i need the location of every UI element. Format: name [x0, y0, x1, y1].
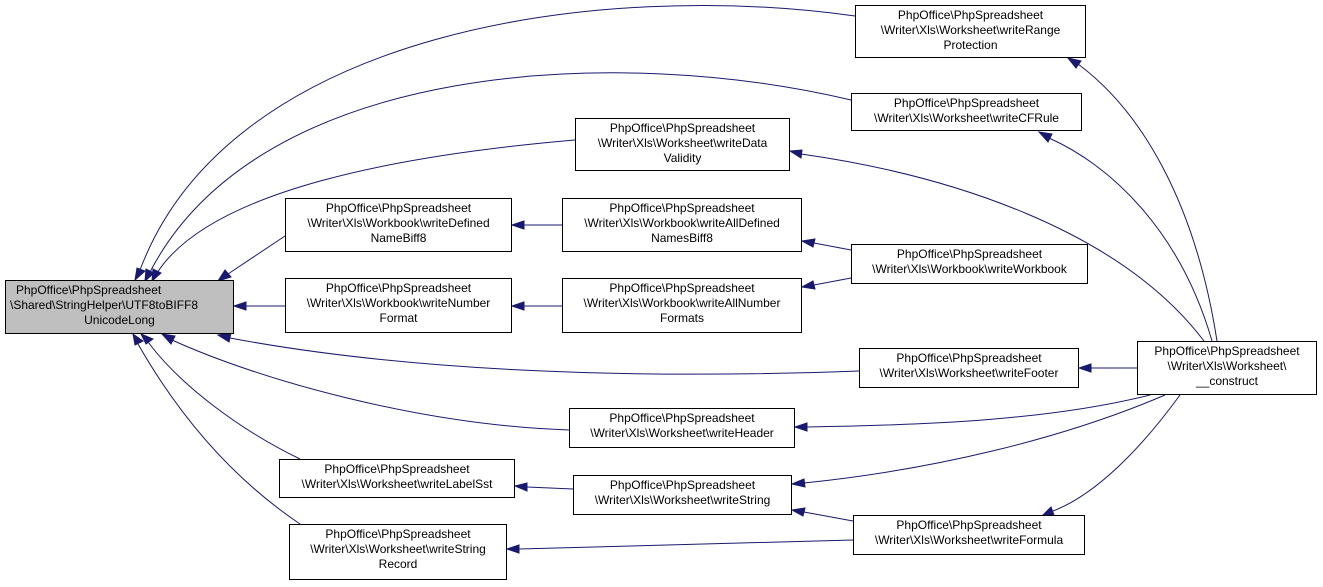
edge-writeStringRecord-to-root: [137, 343, 301, 525]
node-writerangeprotection-line-3: Protection: [943, 38, 998, 52]
node-writeworkbook[interactable]: PhpOffice\PhpSpreadsheet \Writer\Xls\Wor…: [851, 244, 1088, 284]
arrowhead-writeFormula-to-writeString: [790, 507, 806, 517]
edge-construct-to-writeHeader: [806, 394, 1151, 428]
node-construct[interactable]: PhpOffice\PhpSpreadsheet \Writer\Xls\Wor…: [1137, 341, 1317, 395]
edge-writeFormula-to-writeStringRecord: [518, 539, 854, 550]
node-writefooter-line-1: PhpOffice\PhpSpreadsheet: [896, 351, 1042, 365]
node-writefooter[interactable]: PhpOffice\PhpSpreadsheet \Writer\Xls\Wor…: [859, 348, 1079, 388]
edge-writeCFRule-to-root: [149, 72, 852, 273]
node-writefooter-line-2: \Writer\Xls\Worksheet\writeFooter: [879, 366, 1059, 380]
node-writeallnumberformats-line-2: \Writer\Xls\Workbook\writeAllNumber: [583, 296, 781, 310]
edge-construct-to-writeString: [803, 394, 1166, 484]
arrowhead-writeString-to-writeLabelSst: [513, 482, 528, 492]
node-writelabelsst[interactable]: PhpOffice\PhpSpreadsheet \Writer\Xls\Wor…: [279, 459, 515, 498]
node-writedatavalidity[interactable]: PhpOffice\PhpSpreadsheet \Writer\Xls\Wor…: [575, 118, 790, 171]
node-writedatavalidity-line-2: \Writer\Xls\Worksheet\writeData: [597, 136, 768, 150]
node-writerangeprotection-line-2: \Writer\Xls\Worksheet\writeRange: [880, 23, 1061, 37]
node-writenumberformat-line-3: Format: [379, 311, 418, 325]
node-writeheader[interactable]: PhpOffice\PhpSpreadsheet \Writer\Xls\Wor…: [569, 408, 795, 448]
node-writedefinednamebiff8[interactable]: PhpOffice\PhpSpreadsheet \Writer\Xls\Wor…: [285, 198, 512, 252]
node-writeallnumberformats-line-1: PhpOffice\PhpSpreadsheet: [609, 281, 755, 295]
node-writedatavalidity-line-1: PhpOffice\PhpSpreadsheet: [609, 121, 756, 135]
arrowhead-writeLabelSst-to-root: [139, 333, 155, 345]
edge-construct-to-writeCFRule: [1048, 137, 1213, 342]
node-writenumberformat-line-1: PhpOffice\PhpSpreadsheet: [325, 281, 472, 295]
arrowhead-writeFormula-to-writeStringRecord: [505, 544, 520, 554]
node-writestringrecord[interactable]: PhpOffice\PhpSpreadsheet \Writer\Xls\Wor…: [289, 524, 507, 580]
node-writedefinednamebiff8-line-2: \Writer\Xls\Workbook\writeDefined: [307, 216, 490, 230]
edge-writeRangeProtection-to-root: [139, 5, 856, 271]
node-writestring-line-2: \Writer\Xls\Worksheet\writeString: [594, 493, 771, 507]
node-writestring[interactable]: PhpOffice\PhpSpreadsheet \Writer\Xls\Wor…: [573, 475, 792, 515]
arrowhead-construct-to-writeHeader: [793, 422, 808, 432]
arrowhead-writeAllDefinedNamesBiff8-to-writeDefinedNameBiff8: [510, 220, 525, 230]
node-writedatavalidity-line-3: Validity: [663, 151, 702, 165]
edge-writeLabelSst-to-root: [147, 341, 301, 460]
node-root-utf8tobiff8unicodelong[interactable]: PhpOffice\PhpSpreadsheet \Shared\StringH…: [5, 280, 234, 334]
arrowhead-writeFooter-to-root: [216, 332, 232, 343]
arrowhead-writeDataValidity-to-root: [151, 268, 162, 283]
edge-writeDataValidity-to-root: [156, 139, 576, 274]
node-writealldefinednamesbiff8[interactable]: PhpOffice\PhpSpreadsheet \Writer\Xls\Wor…: [562, 198, 802, 252]
node-writeheader-line-1: PhpOffice\PhpSpreadsheet: [609, 411, 755, 425]
arrowhead-construct-to-writeFooter: [1077, 363, 1092, 373]
node-writestringrecord-line-3: Record: [378, 557, 418, 571]
node-writeworkbook-line-2: \Writer\Xls\Workbook\writeWorkbook: [872, 262, 1067, 276]
node-writealldefinednamesbiff8-line-1: PhpOffice\PhpSpreadsheet: [609, 201, 755, 215]
arrowhead-writeNumberFormat-to-root: [232, 301, 247, 311]
node-writeworkbook-line-1: PhpOffice\PhpSpreadsheet: [896, 247, 1043, 261]
node-writenumberformat[interactable]: PhpOffice\PhpSpreadsheet \Writer\Xls\Wor…: [285, 278, 512, 333]
node-writedefinednamebiff8-line-1: PhpOffice\PhpSpreadsheet: [325, 201, 472, 215]
edge-writeString-to-writeLabelSst: [526, 486, 574, 490]
arrowhead-construct-to-writeString: [790, 478, 806, 488]
arrowhead-writeCFRule-to-root: [144, 268, 155, 283]
node-writerangeprotection-line-1: PhpOffice\PhpSpreadsheet: [897, 8, 1044, 22]
node-writelabelsst-line-2: \Writer\Xls\Worksheet\writeLabelSst: [301, 477, 493, 491]
node-writestring-line-1: PhpOffice\PhpSpreadsheet: [609, 478, 756, 492]
arrowhead-writeStringRecord-to-root: [132, 332, 144, 346]
edge-construct-to-writeFormula: [1052, 394, 1181, 512]
node-writeformula-line-1: PhpOffice\PhpSpreadsheet: [896, 518, 1042, 532]
node-writeallnumberformats-line-3: Formats: [659, 311, 704, 325]
arrowhead-writeWorkbook-to-writeAllDefinedNamesBiff8: [800, 238, 816, 248]
node-root-line-3: UnicodeLong: [84, 313, 155, 327]
arrowhead-writeDefinedNameBiff8-to-root: [216, 269, 232, 282]
edge-writeWorkbook-to-writeAllNumberFormats: [813, 277, 852, 286]
node-writeformula-line-2: \Writer\Xls\Worksheet\writeFormula: [874, 533, 1064, 547]
edge-writeFormula-to-writeString: [803, 511, 854, 522]
arrowhead-construct-to-writeDataValidity: [788, 149, 803, 159]
arrowhead-writeRangeProtection-to-root: [134, 267, 146, 282]
node-root-line-1: PhpOffice\PhpSpreadsheet: [16, 283, 162, 297]
edge-writeHeader-to-root: [171, 339, 570, 431]
arrowhead-construct-to-writeRangeProtection: [1066, 57, 1082, 69]
edge-construct-to-writeDataValidity: [800, 153, 1205, 342]
node-writealldefinednamesbiff8-line-2: \Writer\Xls\Workbook\writeAllDefined: [584, 216, 780, 230]
node-writeformula[interactable]: PhpOffice\PhpSpreadsheet \Writer\Xls\Wor…: [853, 515, 1085, 555]
node-writerangeprotection[interactable]: PhpOffice\PhpSpreadsheet \Writer\Xls\Wor…: [855, 5, 1086, 58]
node-writeallnumberformats[interactable]: PhpOffice\PhpSpreadsheet \Writer\Xls\Wor…: [562, 278, 802, 333]
node-writelabelsst-line-1: PhpOffice\PhpSpreadsheet: [324, 462, 470, 476]
edge-writeFooter-to-root: [229, 337, 860, 375]
node-writedefinednamebiff8-line-3: NameBiff8: [370, 231, 427, 245]
arrowhead-writeWorkbook-to-writeAllNumberFormats: [800, 280, 816, 290]
node-writecfrule-line-2: \Writer\Xls\Worksheet\writeCFRule: [874, 111, 1059, 125]
node-root-line-2: \Shared\StringHelper\UTF8toBIFF8: [10, 298, 199, 312]
arrowhead-writeHeader-to-root: [160, 333, 176, 345]
arrowhead-construct-to-writeCFRule: [1037, 131, 1053, 143]
node-construct-line-3: __construct: [1195, 374, 1259, 388]
edge-writeDefinedNameBiff8-to-root: [227, 235, 286, 275]
node-writestringrecord-line-1: PhpOffice\PhpSpreadsheet: [325, 527, 471, 541]
node-writecfrule-line-1: PhpOffice\PhpSpreadsheet: [893, 96, 1040, 110]
node-writecfrule[interactable]: PhpOffice\PhpSpreadsheet \Writer\Xls\Wor…: [851, 93, 1082, 131]
node-writeheader-line-2: \Writer\Xls\Worksheet\writeHeader: [590, 426, 774, 440]
node-writealldefinednamesbiff8-line-3: NamesBiff8: [651, 231, 713, 245]
node-writestringrecord-line-2: \Writer\Xls\Worksheet\writeString: [310, 542, 486, 556]
node-writenumberformat-line-2: \Writer\Xls\Workbook\writeNumber: [306, 296, 491, 310]
node-construct-line-1: PhpOffice\PhpSpreadsheet: [1154, 344, 1300, 358]
node-construct-line-2: \Writer\Xls\Worksheet\: [1167, 359, 1287, 373]
edge-construct-to-writeRangeProtection: [1077, 63, 1218, 342]
arrowhead-writeAllNumberFormats-to-writeNumberFormat: [510, 301, 525, 311]
edge-writeWorkbook-to-writeAllDefinedNamesBiff8: [813, 242, 852, 251]
